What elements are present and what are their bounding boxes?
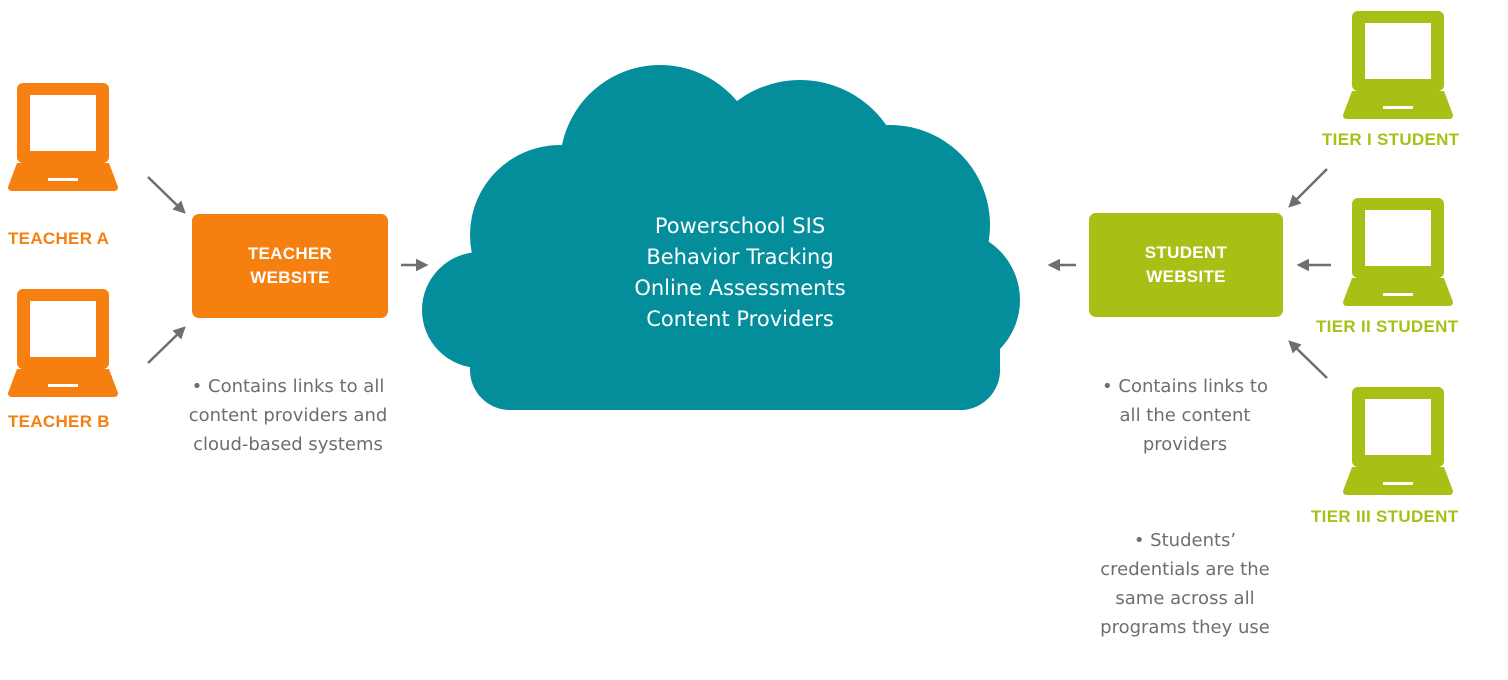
student-website-note-credentials: • Students’ credentials are the same acr… <box>1100 530 1270 638</box>
teacher-b-label: TEACHER B <box>8 412 110 431</box>
cloud-services-list: Powerschool SIS Behavior Tracking Online… <box>560 211 920 335</box>
cloud-item: Content Providers <box>646 307 834 331</box>
student-website-line1: STUDENT <box>1144 243 1228 262</box>
tier2-student-label: TIER II STUDENT <box>1316 317 1459 336</box>
tier3-student-label: TIER III STUDENT <box>1311 507 1459 526</box>
teacher-website-line2: WEBSITE <box>250 268 330 287</box>
teacher-website-note: • Contains links to all content provider… <box>188 376 388 455</box>
teacher-website-box: TEACHER WEBSITE <box>192 214 388 318</box>
laptop-icon <box>1343 198 1453 306</box>
student-website-note-links: • Contains links to all the content prov… <box>1102 376 1268 455</box>
cloud-item: Online Assessments <box>634 276 846 300</box>
cloud-shape <box>422 65 1020 410</box>
cloud-item: Powerschool SIS <box>654 214 826 238</box>
cloud-item: Behavior Tracking <box>646 245 834 269</box>
teacher-a-label: TEACHER A <box>8 229 110 248</box>
arrow-tier1 <box>1288 168 1328 208</box>
arrow-teacher-a <box>147 176 186 214</box>
arrow-tier3 <box>1288 340 1328 379</box>
tier1-student-label: TIER I STUDENT <box>1322 130 1460 149</box>
laptop-icon <box>8 83 118 191</box>
laptop-icon <box>1343 11 1453 119</box>
arrow-teacher-b <box>147 326 186 364</box>
laptop-icon <box>8 289 118 397</box>
student-website-line2: WEBSITE <box>1146 267 1226 286</box>
laptop-icon <box>1343 387 1453 495</box>
student-website-box: STUDENT WEBSITE <box>1089 213 1283 317</box>
teacher-website-line1: TEACHER <box>247 244 333 263</box>
